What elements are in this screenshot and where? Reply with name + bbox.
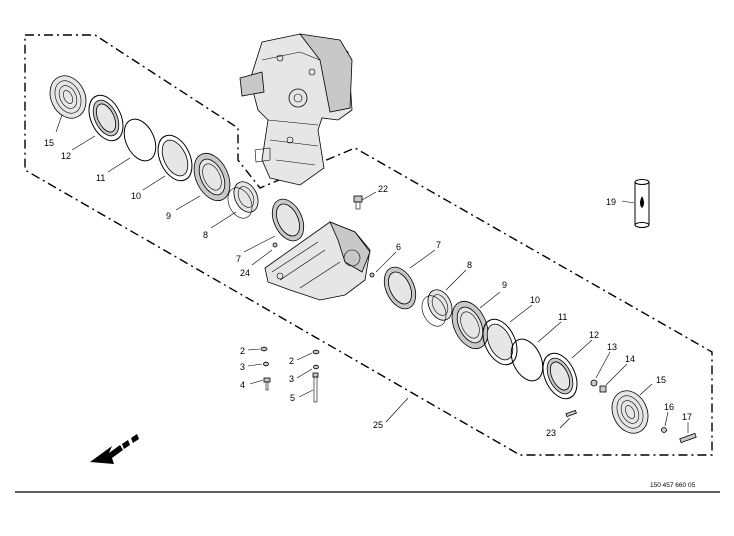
callout-11: 11 [96, 173, 105, 183]
shim-10-right [482, 318, 518, 366]
callout-25: 25 [373, 420, 383, 430]
callout-3: 3 [240, 362, 245, 372]
callout-6: 6 [396, 242, 401, 252]
callout-14: 14 [625, 354, 635, 364]
dowel-24 [272, 242, 278, 248]
callout-22: 22 [378, 184, 388, 194]
bracket-housing [264, 221, 371, 301]
screw-23 [565, 409, 577, 418]
loose-hardware-right [312, 349, 320, 403]
callout-17: 17 [682, 412, 692, 422]
screw-14 [599, 385, 607, 393]
o-ring-11-left [123, 118, 157, 162]
callout-24: 24 [240, 268, 250, 278]
callout-15: 15 [44, 138, 54, 148]
dowel-6 [369, 272, 375, 278]
callout-2: 2 [289, 356, 294, 366]
bearing-cup-7-right [383, 266, 417, 310]
loose-hardware-left [260, 346, 271, 391]
callout-labels: 15 12 11 10 9 8 7 24 22 6 7 8 9 10 11 12… [44, 138, 692, 438]
bearing-cone-8-right [421, 289, 453, 327]
grease-tube-19 [634, 179, 650, 228]
callout-19: 19 [606, 197, 616, 207]
callout-3: 3 [289, 374, 294, 384]
callout-12: 12 [61, 151, 71, 161]
leader-lines [55, 114, 689, 433]
washer-16 [661, 427, 667, 433]
callout-9: 9 [502, 280, 507, 290]
cover-12-left [88, 94, 124, 142]
o-ring-11-right [510, 338, 544, 382]
direction-arrow-icon [90, 434, 139, 464]
bolt-17 [679, 432, 697, 444]
gearbox-housing [239, 33, 353, 186]
drawing-number: 150 457 660 05 [650, 482, 696, 489]
callout-10: 10 [530, 295, 540, 305]
callout-4: 4 [240, 380, 245, 390]
bearing-cup-7-left [271, 198, 305, 242]
washer-13 [590, 379, 598, 387]
cover-12-right [542, 352, 578, 400]
callout-12: 12 [589, 330, 599, 340]
callout-10: 10 [131, 191, 141, 201]
screw-22 [353, 195, 363, 210]
shim-10-left [157, 134, 193, 182]
callout-11: 11 [558, 312, 567, 322]
callout-13: 13 [607, 342, 617, 352]
callout-15: 15 [656, 375, 666, 385]
callout-5: 5 [290, 393, 295, 403]
callout-23: 23 [546, 428, 556, 438]
callout-16: 16 [664, 402, 674, 412]
callout-8: 8 [467, 260, 472, 270]
bearing-9-left [193, 152, 231, 202]
bearing-9-right [451, 300, 489, 350]
pulley-15-left [49, 75, 87, 119]
callout-2: 2 [240, 346, 245, 356]
pulley-15-right [611, 390, 649, 434]
callout-8: 8 [203, 230, 208, 240]
bearing-cone-8-left [227, 181, 259, 219]
callout-9: 9 [166, 211, 171, 221]
callout-7: 7 [436, 240, 441, 250]
callout-7: 7 [236, 254, 241, 264]
assembly-boundary-outline [24, 34, 713, 456]
